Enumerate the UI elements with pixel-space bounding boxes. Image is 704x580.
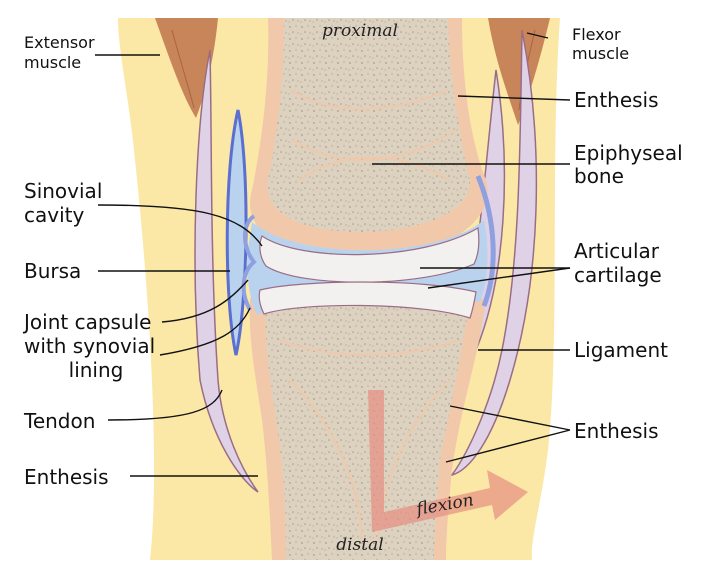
flexion-arrow bbox=[368, 390, 528, 532]
flexor-muscle-label-2: muscle bbox=[572, 44, 629, 63]
joint-capsule bbox=[241, 214, 257, 311]
distal-trabecular-bone bbox=[265, 302, 468, 560]
proximal-trabecular-bone bbox=[267, 18, 471, 232]
tendon-label: Tendon bbox=[23, 409, 95, 433]
extensor-muscle-label-1: Extensor bbox=[24, 33, 95, 52]
flexor-tendon-outer bbox=[450, 29, 538, 477]
bursa bbox=[225, 109, 248, 356]
distal-label: distal bbox=[336, 535, 383, 555]
extensor-tendon bbox=[194, 49, 259, 493]
joint-capsule-label-2: with synovial bbox=[24, 334, 155, 358]
extensor-muscle bbox=[155, 18, 218, 118]
extensor-muscle-label-2: muscle bbox=[24, 53, 81, 72]
ligament-label: Ligament bbox=[574, 338, 668, 362]
articular-cartilage-label-1: Articular bbox=[574, 239, 660, 263]
flexor-muscle bbox=[488, 18, 550, 125]
articular-cartilage-label-2: cartilage bbox=[574, 263, 662, 287]
enthesis-label-top: Enthesis bbox=[574, 88, 659, 112]
joint-capsule-label-3: lining bbox=[69, 358, 124, 382]
epiphyseal-bone-label-1: Epiphyseal bbox=[574, 141, 683, 165]
sinovial-cavity-label-2: cavity bbox=[24, 203, 84, 227]
enthesis-label-right: Enthesis bbox=[574, 419, 659, 443]
epiphyseal-bone-label-2: bone bbox=[574, 164, 624, 188]
joint-capsule-label-1: Joint capsule bbox=[22, 310, 151, 334]
leader-lines bbox=[95, 32, 571, 477]
proximal-label: proximal bbox=[322, 21, 398, 41]
flexor-muscle-label-1: Flexor bbox=[572, 25, 621, 44]
bursa-label: Bursa bbox=[24, 259, 81, 283]
extensor-muscle-fiber bbox=[171, 29, 195, 109]
enthesis-label-left: Enthesis bbox=[24, 465, 109, 489]
sinovial-cavity-label-1: Sinovial bbox=[24, 179, 102, 203]
joint-capsule-right bbox=[475, 175, 496, 307]
distal-cartilage bbox=[258, 281, 477, 319]
